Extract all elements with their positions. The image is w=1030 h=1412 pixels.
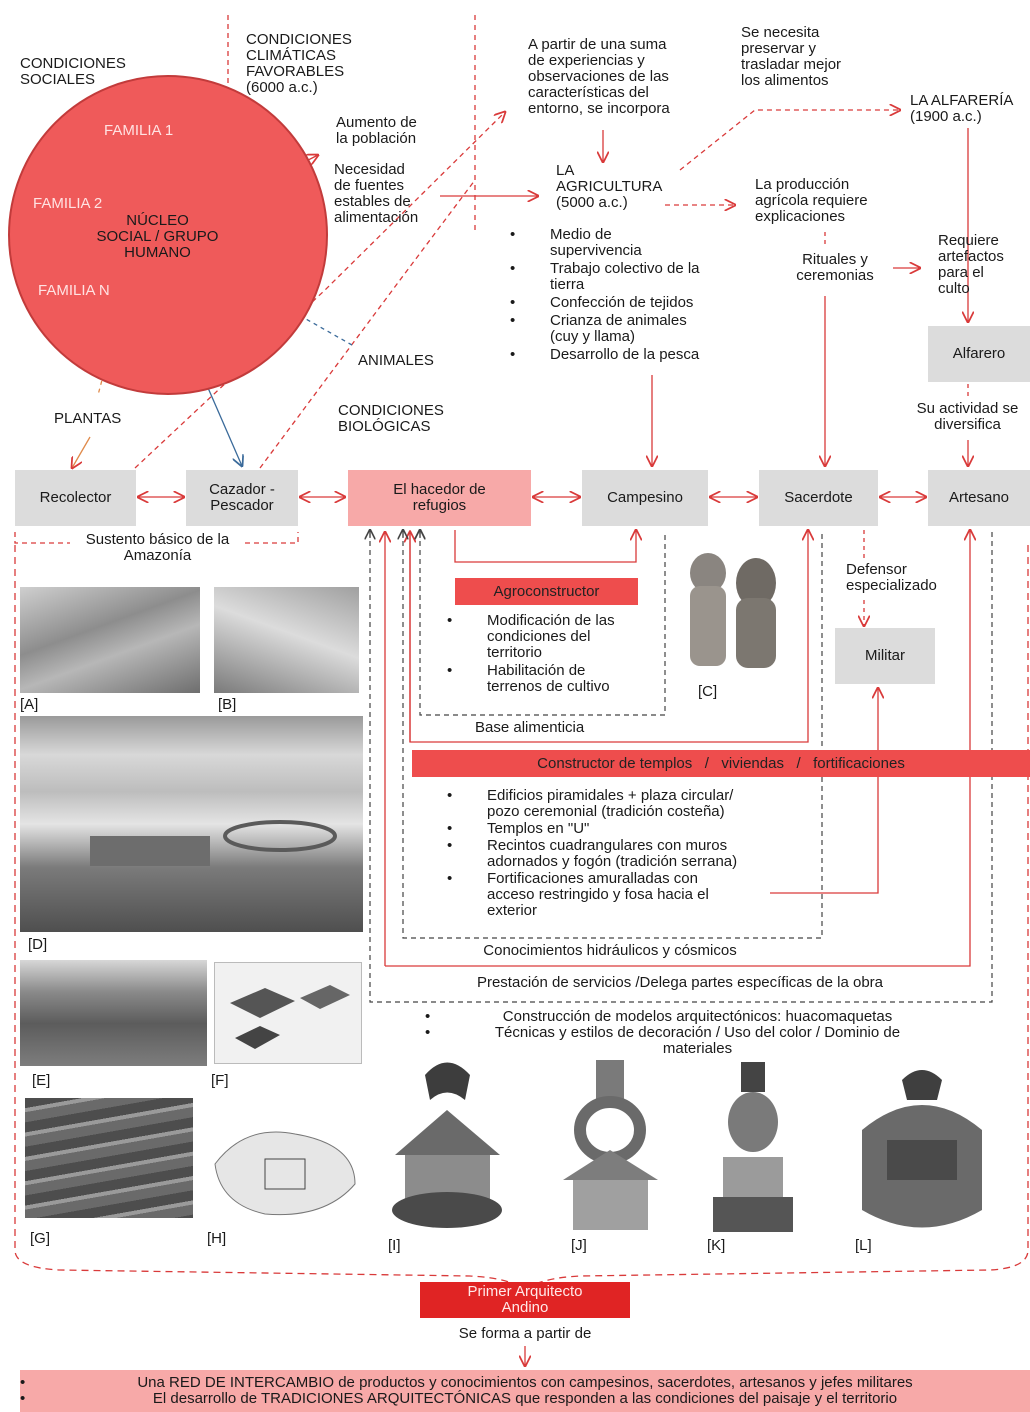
constructor-item: Templos en "U" bbox=[447, 821, 792, 838]
photo-j bbox=[558, 1060, 663, 1235]
condiciones-sociales-label: CONDICIONES SOCIALES bbox=[20, 55, 126, 88]
a-partir-label: A partir de una suma de experiencias y o… bbox=[528, 36, 670, 117]
militar-box: Militar bbox=[835, 628, 935, 684]
red-item: El desarrollo de TRADICIONES ARQUITECTÓN… bbox=[20, 1391, 1030, 1408]
agroconstructor-box: Agroconstructor bbox=[455, 578, 638, 605]
campesino-box: Campesino bbox=[582, 470, 708, 526]
agri-item: Medio de supervivencia bbox=[510, 227, 730, 259]
red-intercambio-band: Una RED DE INTERCAMBIO de productos y co… bbox=[20, 1370, 1030, 1412]
photo-l bbox=[852, 1060, 992, 1240]
cazador-pescador-box: Cazador - Pescador bbox=[186, 470, 298, 526]
photo-d bbox=[20, 716, 363, 932]
agricultura-list: Medio de supervivenciaTrabajo colectivo … bbox=[510, 227, 730, 365]
recolector-box: Recolector bbox=[15, 470, 136, 526]
agroconstructor-list: Modificación de las condiciones del terr… bbox=[447, 613, 662, 697]
photo-a bbox=[20, 587, 200, 693]
photo-b bbox=[214, 587, 359, 693]
agri-item: Crianza de animales (cuy y llama) bbox=[510, 313, 730, 345]
animales-label: ANIMALES bbox=[358, 352, 434, 369]
photo-h bbox=[205, 1104, 365, 1222]
agro-item: Habilitación de terrenos de cultivo bbox=[447, 663, 662, 695]
photo-k-label: [K] bbox=[707, 1237, 726, 1254]
necesidad-fuentes-label: Necesidad de fuentes estables de aliment… bbox=[334, 161, 419, 226]
photo-f-label: [F] bbox=[211, 1072, 229, 1089]
alfarero-box: Alfarero bbox=[928, 326, 1030, 382]
se-forma-label: Se forma a partir de bbox=[458, 1325, 592, 1342]
su-actividad-label: Su actividad se diversifica bbox=[916, 400, 1019, 433]
defensor-label: Defensor especializado bbox=[846, 561, 937, 594]
alfareria-label: LA ALFARERÍA (1900 a.c.) bbox=[910, 92, 1014, 125]
requiere-artefactos-label: Requiere artefactos para el culto bbox=[938, 232, 1004, 297]
red-item: Una RED DE INTERCAMBIO de productos y co… bbox=[20, 1375, 1030, 1392]
photo-g bbox=[25, 1098, 193, 1218]
agri-item: Confección de tejidos bbox=[510, 295, 730, 312]
photo-e bbox=[20, 960, 207, 1066]
modelos-list: Construcción de modelos arquitectónicos:… bbox=[425, 1009, 970, 1057]
photo-k bbox=[703, 1062, 803, 1234]
photo-i-label: [I] bbox=[388, 1237, 401, 1254]
constructor-list: Edificios piramidales + plaza circular/ … bbox=[447, 788, 792, 920]
familia-1-label: FAMILIA 1 bbox=[104, 122, 174, 139]
figurines-photo bbox=[678, 548, 788, 678]
primer-arquitecto-box: Primer Arquitecto Andino bbox=[420, 1282, 630, 1318]
conocimientos-label: Conocimientos hidráulicos y cósmicos bbox=[483, 942, 737, 959]
photo-c-label: [C] bbox=[698, 683, 718, 700]
sustento-label: Sustento básico de la Amazonía bbox=[85, 531, 230, 564]
sacerdote-box: Sacerdote bbox=[759, 470, 878, 526]
agri-item: Desarrollo de la pesca bbox=[510, 347, 730, 364]
photo-b-label: [B] bbox=[218, 696, 237, 713]
modelos-item: Técnicas y estilos de decoración / Uso d… bbox=[425, 1025, 970, 1057]
nucleo-social-label: NÚCLEO SOCIAL / GRUPO HUMANO bbox=[96, 212, 219, 261]
constructor-bar: Constructor de templos / viviendas / for… bbox=[412, 750, 1030, 777]
prestacion-label: Prestación de servicios /Delega partes e… bbox=[476, 974, 884, 991]
red-intercambio-list: Una RED DE INTERCAMBIO de productos y co… bbox=[20, 1375, 1030, 1408]
photo-j-label: [J] bbox=[571, 1237, 587, 1254]
familia-2-label: FAMILIA 2 bbox=[33, 195, 103, 212]
photo-i bbox=[385, 1055, 510, 1230]
agricultura-label: LA AGRICULTURA (5000 a.c.) bbox=[556, 162, 663, 211]
agri-item: Trabajo colectivo de la tierra bbox=[510, 261, 730, 293]
plantas-label: PLANTAS bbox=[54, 410, 122, 427]
photo-l-label: [L] bbox=[855, 1237, 872, 1254]
condiciones-biologicas-label: CONDICIONES BIOLÓGICAS bbox=[338, 402, 444, 435]
photo-f bbox=[214, 962, 362, 1064]
agro-item: Modificación de las condiciones del terr… bbox=[447, 613, 662, 661]
constructor-item: Edificios piramidales + plaza circular/ … bbox=[447, 788, 792, 820]
rituales-label: Rituales y ceremonias bbox=[796, 251, 874, 284]
social-nucleus-circle bbox=[8, 75, 328, 395]
condiciones-climaticas-label: CONDICIONES CLIMÁTICAS FAVORABLES (6000 … bbox=[246, 31, 352, 96]
se-necesita-label: Se necesita preservar y trasladar mejor … bbox=[741, 24, 842, 89]
photo-e-label: [E] bbox=[32, 1072, 51, 1089]
hacedor-refugios-box: El hacedor de refugios bbox=[348, 470, 531, 526]
constructor-item: Recintos cuadrangulares con muros adorna… bbox=[447, 838, 792, 870]
constructor-item: Fortificaciones amuralladas con acceso r… bbox=[447, 871, 792, 919]
modelos-item: Construcción de modelos arquitectónicos:… bbox=[425, 1009, 970, 1026]
artesano-box: Artesano bbox=[928, 470, 1030, 526]
photo-h-label: [H] bbox=[207, 1230, 227, 1247]
base-alimenticia-label: Base alimenticia bbox=[475, 719, 585, 736]
produccion-agricola-label: La producción agrícola requiere explicac… bbox=[755, 176, 868, 225]
photo-a-label: [A] bbox=[20, 696, 39, 713]
photo-d-label: [D] bbox=[28, 936, 48, 953]
aumento-poblacion-label: Aumento de la población bbox=[336, 114, 417, 147]
photo-g-label: [G] bbox=[30, 1230, 51, 1247]
familia-n-label: FAMILIA N bbox=[38, 282, 110, 299]
